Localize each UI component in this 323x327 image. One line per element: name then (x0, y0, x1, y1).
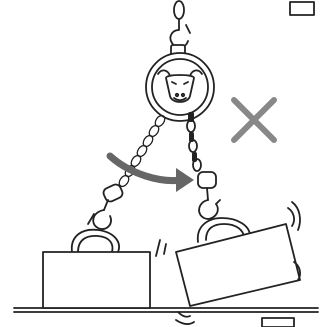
chain-right (187, 112, 201, 171)
corner-box-bottom (262, 318, 294, 327)
cross-mark-icon (234, 100, 274, 140)
load-box-right (176, 224, 300, 306)
load-box-left (43, 252, 150, 308)
hoist-body-icon (146, 45, 214, 121)
corner-box-top (290, 2, 314, 15)
bottom-block-left (88, 183, 124, 229)
hook-icon (170, 1, 190, 47)
bottom-block-right (198, 172, 220, 219)
